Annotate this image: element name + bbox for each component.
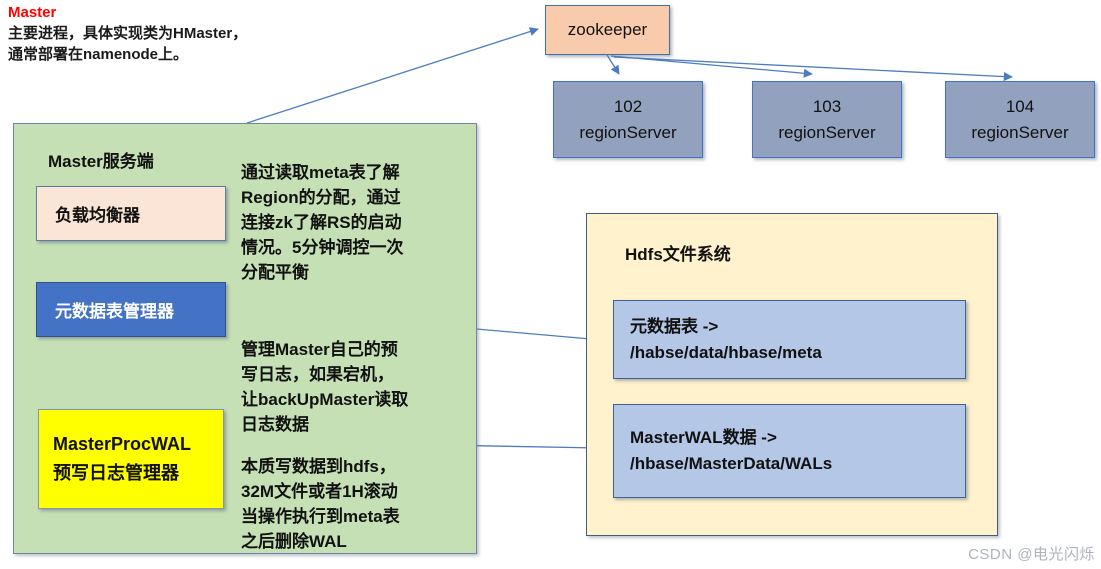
master-note-title: Master (8, 4, 57, 21)
wal-manager-label-line2: 预写日志管理器 (53, 463, 179, 483)
master-note: Master 主要进程，具体实现类为HMaster， 通常部署在namenode… (8, 3, 368, 65)
hdfs-filesystem-panel: Hdfs文件系统 元数据表 -> /habse/data/hbase/meta … (586, 213, 998, 536)
csdn-watermark: CSDN @电光闪烁 (968, 546, 1095, 563)
annotation-wal-purpose: 管理Master自己的预 写日志，如果宕机， 让backUpMaster读取 日… (241, 340, 409, 434)
master-server-panel: Master服务端 负载均衡器 元数据表管理器 MasterProcWAL 预写… (13, 123, 477, 554)
wal-manager-box: MasterProcWAL 预写日志管理器 (38, 409, 224, 509)
region-server-id: 103 (812, 96, 842, 116)
region-server-id: 102 (613, 96, 643, 116)
region-server-label: regionServer (579, 122, 677, 142)
load-balancer-label: 负载均衡器 (55, 206, 140, 225)
meta-table-manager-box: 元数据表管理器 (36, 282, 226, 337)
hdfs-panel-title: Hdfs文件系统 (625, 245, 731, 264)
arrow-zookeeper-to-rs104 (613, 56, 1013, 82)
master-panel-title: Master服务端 (48, 152, 154, 171)
arrow-zookeeper-to-rs102 (606, 54, 620, 75)
region-server-label: regionServer (971, 122, 1069, 142)
zookeeper-node: zookeeper (545, 5, 670, 55)
load-balancer-box: 负载均衡器 (36, 186, 226, 241)
region-server-103: 103 regionServer (752, 81, 902, 158)
annotation-wal-rolling: 本质写数据到hdfs， 32M文件或者1H滚动 当操作执行到meta表 之后删除… (241, 457, 400, 551)
region-server-104: 104 regionServer (945, 81, 1095, 158)
wal-manager-label-line1: MasterProcWAL (53, 434, 192, 454)
zookeeper-label: zookeeper (567, 20, 648, 39)
region-server-label: regionServer (778, 122, 876, 142)
master-note-body: 主要进程，具体实现类为HMaster， 通常部署在namenode上。 (8, 25, 248, 63)
hdfs-wal-path-box: MasterWAL数据 -> /hbase/MasterData/WALs (613, 404, 966, 498)
region-server-102: 102 regionServer (553, 81, 703, 158)
hdfs-meta-path-box: 元数据表 -> /habse/data/hbase/meta (613, 300, 966, 379)
region-server-id: 104 (1005, 96, 1035, 116)
meta-table-manager-label: 元数据表管理器 (55, 302, 174, 321)
annotation-load-balancer: 通过读取meta表了解 Region的分配，通过 连接zk了解RS的启动 情况。… (241, 163, 404, 282)
arrow-zookeeper-to-rs103 (610, 55, 813, 78)
